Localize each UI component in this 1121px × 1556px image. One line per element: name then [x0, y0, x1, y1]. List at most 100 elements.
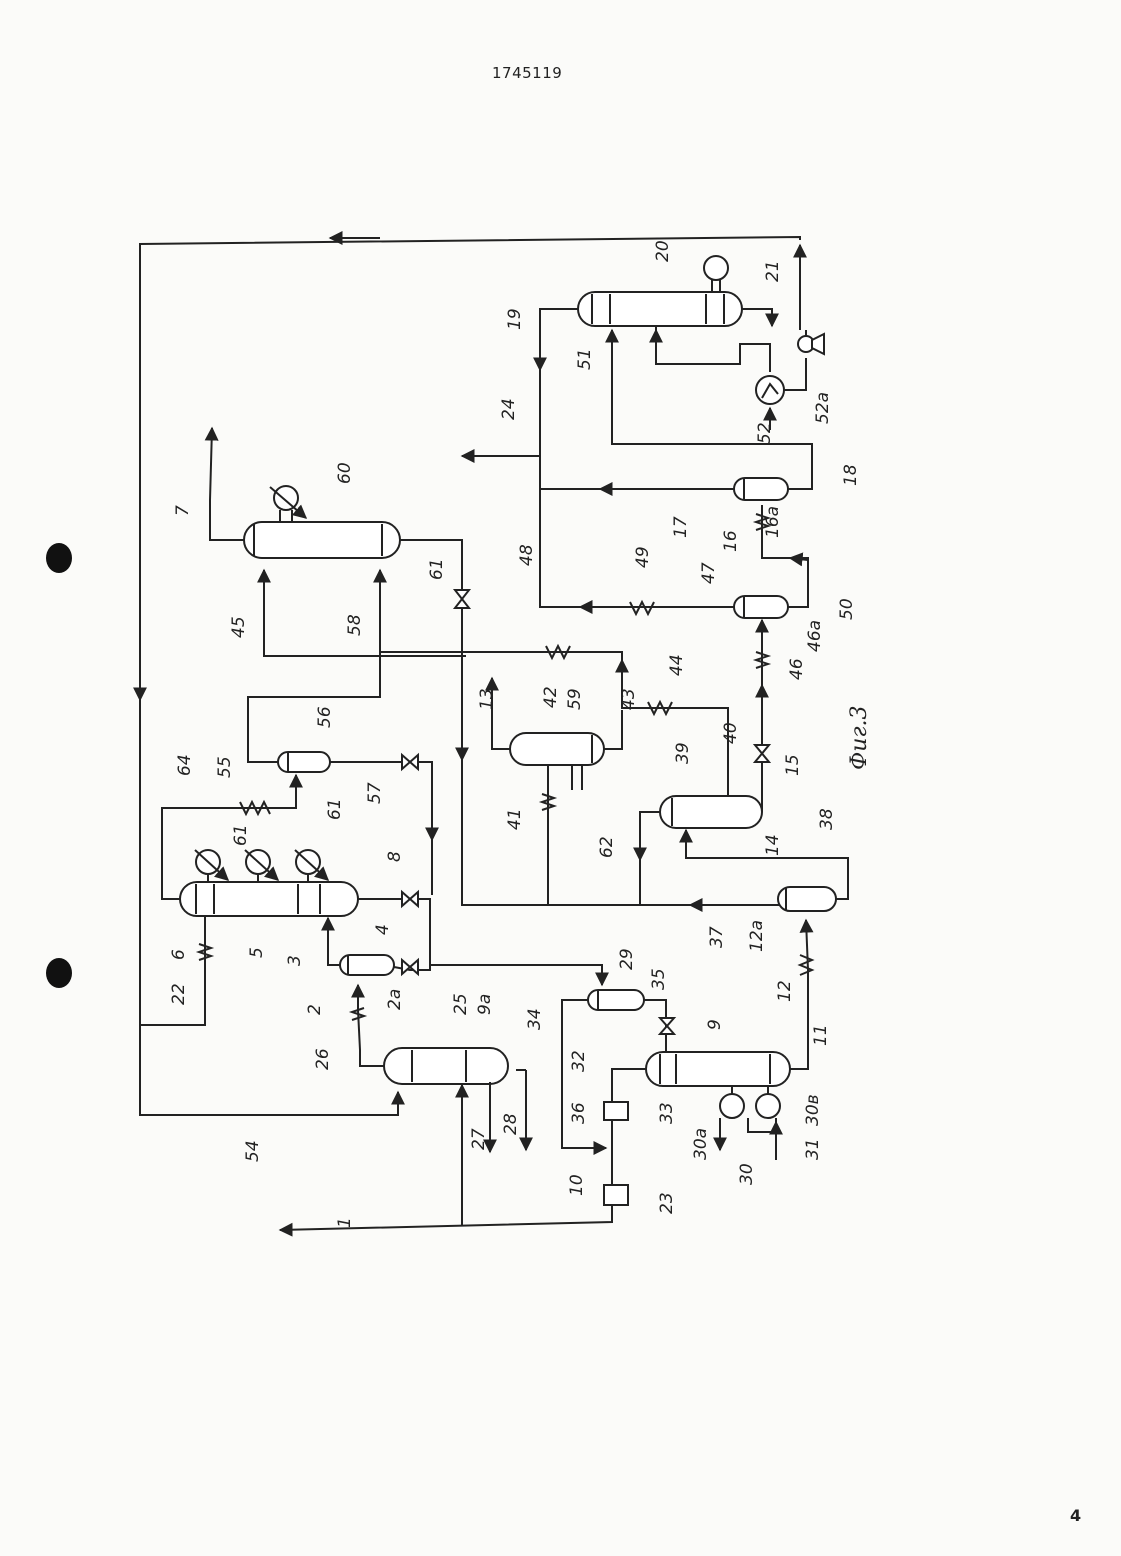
separator-56 — [278, 752, 330, 772]
reboiler-52 — [756, 358, 806, 430]
figure-caption: Фиг.3 — [847, 705, 872, 770]
svg-text:3: 3 — [285, 955, 305, 966]
svg-text:22: 22 — [169, 983, 189, 1005]
svg-text:41: 41 — [505, 808, 525, 830]
svg-text:28: 28 — [501, 1113, 521, 1135]
svg-text:30в: 30в — [803, 1094, 823, 1126]
svg-text:52: 52 — [755, 422, 775, 444]
svg-text:12а: 12а — [747, 920, 767, 952]
separator-46a — [540, 490, 788, 685]
line-45 — [264, 570, 466, 656]
line-40-44 — [622, 660, 728, 796]
svg-text:11: 11 — [811, 1024, 831, 1046]
svg-text:49: 49 — [633, 546, 653, 568]
line-64 — [162, 775, 296, 899]
svg-text:16: 16 — [721, 530, 741, 552]
svg-text:30: 30 — [737, 1163, 757, 1185]
svg-text:54: 54 — [243, 1140, 263, 1162]
svg-text:1: 1 — [335, 1217, 355, 1228]
line-9a — [430, 965, 602, 985]
svg-text:2: 2 — [305, 1004, 325, 1015]
svg-text:20: 20 — [653, 240, 673, 262]
line-58 — [248, 570, 380, 762]
svg-text:19: 19 — [505, 308, 525, 330]
separator-2a — [340, 955, 394, 975]
svg-text:23: 23 — [657, 1192, 677, 1214]
pump-52a — [798, 330, 824, 354]
svg-text:8: 8 — [385, 851, 405, 862]
pump-33 — [604, 1102, 628, 1185]
svg-text:24: 24 — [499, 398, 519, 420]
svg-text:16а: 16а — [763, 506, 783, 538]
svg-text:29: 29 — [617, 948, 637, 970]
svg-text:47: 47 — [699, 562, 719, 584]
svg-text:27: 27 — [469, 1128, 489, 1150]
svg-text:2а: 2а — [385, 989, 405, 1010]
svg-text:56: 56 — [315, 706, 335, 728]
svg-text:44: 44 — [667, 654, 687, 676]
svg-text:48: 48 — [517, 544, 537, 566]
svg-text:38: 38 — [817, 808, 837, 830]
separator-16a — [540, 312, 812, 500]
svg-text:61: 61 — [427, 558, 447, 580]
svg-text:51: 51 — [575, 348, 595, 370]
svg-text:40: 40 — [721, 722, 741, 744]
svg-text:45: 45 — [229, 616, 249, 638]
svg-text:17: 17 — [671, 516, 691, 538]
svg-text:50: 50 — [837, 598, 857, 620]
svg-text:26: 26 — [313, 1048, 333, 1070]
svg-text:46: 46 — [787, 658, 807, 680]
svg-text:37: 37 — [707, 926, 727, 948]
column-5 — [180, 850, 358, 916]
svg-text:33: 33 — [657, 1102, 677, 1124]
svg-text:35: 35 — [649, 968, 669, 990]
svg-text:42: 42 — [541, 686, 561, 708]
line-43-59 — [380, 646, 622, 660]
svg-text:9а: 9а — [475, 994, 495, 1015]
svg-text:7: 7 — [173, 505, 193, 516]
svg-text:62: 62 — [597, 836, 617, 858]
line-2 — [352, 985, 364, 1020]
svg-text:9: 9 — [705, 1019, 725, 1030]
line-3 — [328, 918, 340, 965]
svg-text:25: 25 — [451, 993, 471, 1015]
vessel-42 — [492, 678, 622, 905]
svg-text:21: 21 — [763, 260, 783, 282]
svg-text:58: 58 — [345, 614, 365, 636]
separator-12a — [778, 887, 836, 911]
svg-text:64: 64 — [175, 754, 195, 776]
svg-text:14: 14 — [763, 834, 783, 856]
svg-text:15: 15 — [783, 754, 803, 776]
svg-text:46а: 46а — [805, 620, 825, 652]
svg-text:55: 55 — [215, 756, 235, 778]
svg-text:43: 43 — [619, 688, 639, 710]
svg-text:52а: 52а — [813, 392, 833, 424]
svg-text:36: 36 — [569, 1102, 589, 1124]
svg-text:61: 61 — [231, 824, 251, 846]
column-60 — [210, 428, 400, 558]
svg-text:59: 59 — [565, 688, 585, 710]
svg-text:60: 60 — [335, 462, 355, 484]
svg-text:13: 13 — [477, 688, 497, 710]
svg-text:57: 57 — [365, 782, 385, 804]
svg-text:39: 39 — [673, 742, 693, 764]
svg-text:31: 31 — [803, 1138, 823, 1160]
line-34-36 — [562, 1000, 606, 1148]
svg-text:4: 4 — [373, 924, 393, 935]
line-54-recycle — [140, 237, 800, 1115]
column-39 — [640, 685, 769, 905]
svg-text:10: 10 — [567, 1174, 587, 1196]
svg-text:12: 12 — [775, 980, 795, 1002]
separator-29 — [588, 990, 674, 1052]
svg-text:61: 61 — [325, 798, 345, 820]
line-57 — [330, 755, 432, 895]
svg-text:6: 6 — [169, 949, 189, 960]
svg-text:30а: 30а — [691, 1128, 711, 1160]
svg-text:5: 5 — [247, 947, 267, 958]
svg-text:18: 18 — [841, 464, 861, 486]
svg-text:34: 34 — [525, 1008, 545, 1030]
pump-23 — [604, 1185, 628, 1205]
line-6 — [140, 916, 211, 1025]
